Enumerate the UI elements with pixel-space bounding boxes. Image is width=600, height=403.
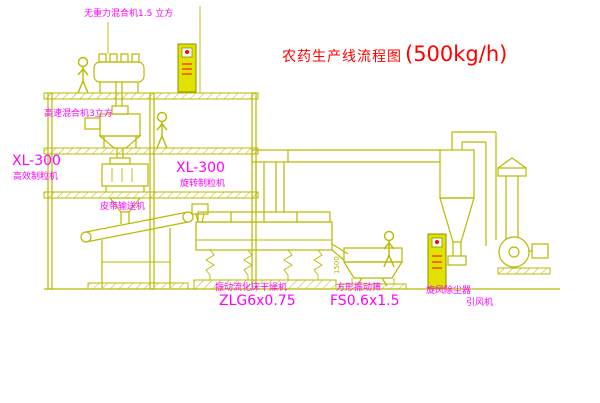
granulator: [101, 157, 149, 224]
gravity-mixer: [93, 22, 145, 106]
label-high-speed-mixer: 高速混合机3立方: [44, 109, 113, 119]
label-dryer-name: 振动流化床干燥机: [215, 283, 288, 293]
dryer-inlet-hopper: [191, 203, 209, 215]
indicator-light: [185, 50, 189, 54]
induced-draft-fan: [497, 157, 551, 275]
building-frame: [43, 6, 259, 290]
control-panel-right: [427, 233, 447, 289]
label-cyclone: 旋风除尘器: [426, 286, 472, 296]
cyclone-separator: [439, 131, 497, 266]
diagram-title-capacity: (500kg/h): [405, 42, 508, 66]
label-screen-name: 方形振动筛: [336, 283, 382, 293]
diagram-title: 农药生产线流程图 (500kg/h): [282, 42, 507, 66]
fan-motor: [531, 243, 549, 259]
control-panel-top: [177, 43, 197, 93]
dimension-text: 1500: [333, 256, 341, 274]
indicator-light: [435, 240, 439, 244]
label-screen-model: FS0.6x1.5: [330, 293, 400, 309]
diagram-title-text: 农药生产线流程图: [282, 49, 402, 65]
label-granulator-left-model: XL-300: [12, 153, 61, 169]
label-belt-conveyor: 皮带输送机: [100, 202, 146, 212]
label-dryer-model: ZLG6x0.75: [219, 293, 296, 309]
belt-conveyor: [80, 211, 194, 290]
label-gravity-mixer: 无重力混合机1.5 立方: [84, 9, 174, 19]
vibrating-screen: 1500: [333, 247, 407, 290]
rain-cap: [497, 167, 527, 177]
label-granulator-mid-model: XL-300: [176, 160, 225, 176]
exhaust-duct: [288, 149, 440, 163]
label-granulator-mid-name: 旋转制粒机: [180, 179, 226, 189]
label-fan: 引风机: [466, 298, 494, 308]
label-granulator-left-name: 高效制粒机: [13, 172, 59, 182]
high-speed-mixer: [84, 105, 142, 158]
fluid-bed-dryer: [191, 149, 349, 290]
